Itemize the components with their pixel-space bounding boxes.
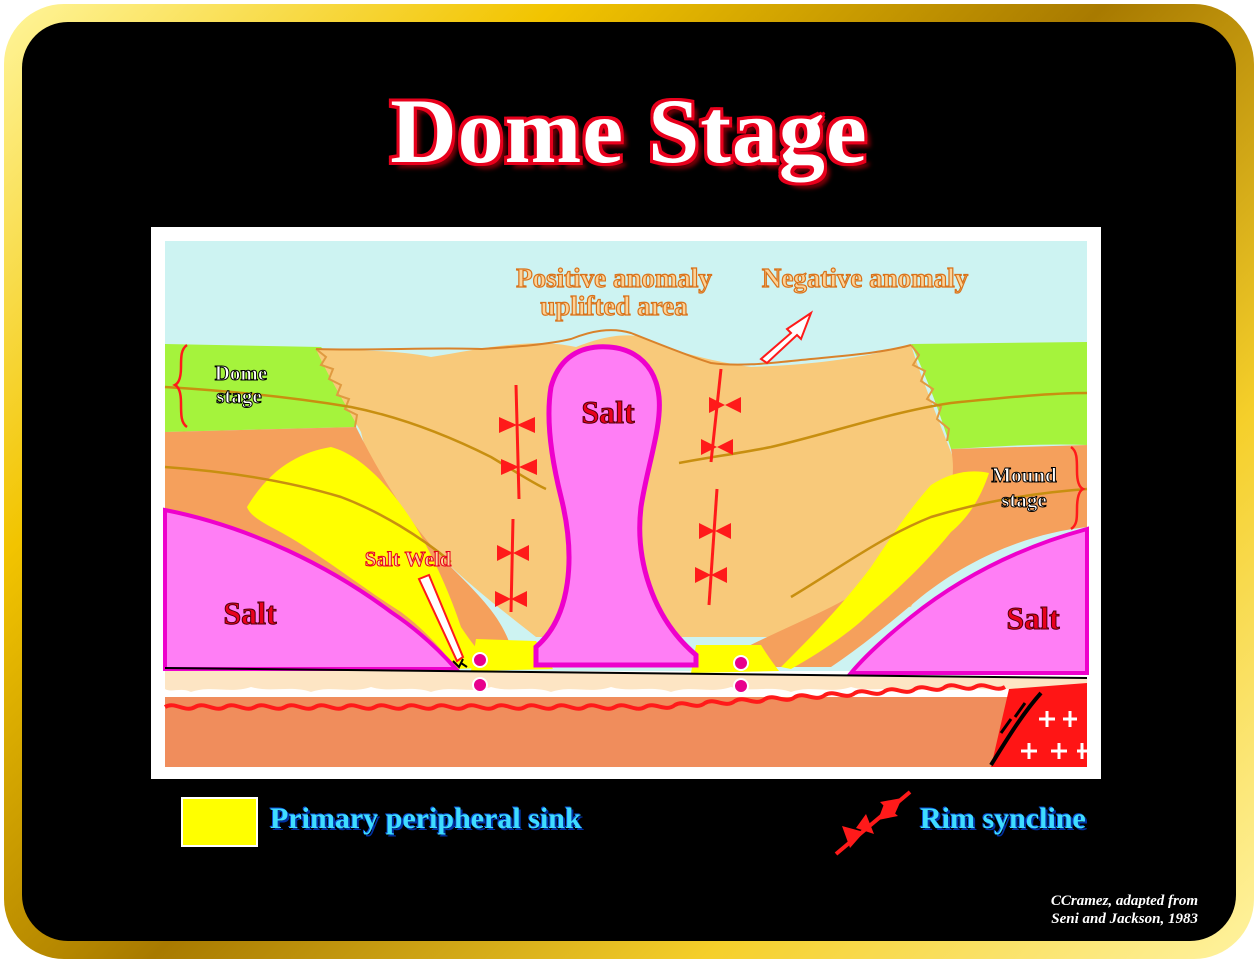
fault-line	[989, 691, 1043, 767]
dome-stage-bracket	[172, 343, 188, 429]
salt-label-center: Salt	[581, 394, 635, 430]
dome-stage-label-2: stage	[216, 384, 262, 408]
rim-syncline-markers	[495, 368, 741, 613]
primary-sink-right	[781, 471, 989, 669]
cross-section-diagram: Positive anomaly uplifted area Negative …	[151, 227, 1101, 779]
green-layer-left	[165, 344, 356, 432]
surface-line	[315, 329, 912, 366]
page-title: Dome Stage	[390, 80, 868, 182]
negative-anomaly-label: Negative anomaly	[762, 263, 969, 293]
pre-salt-layer	[165, 668, 1087, 692]
primary-sink-swatch	[181, 797, 258, 847]
fault-arrow	[999, 702, 1027, 734]
credit-line-1: CCramez, adapted from	[1050, 893, 1198, 909]
salt-body-right	[846, 526, 1089, 675]
sink-base-left	[471, 639, 553, 671]
primary-sink-legend-label: Primary peripheral sink	[270, 802, 582, 835]
base-salt-line	[164, 667, 1088, 679]
negative-anomaly-arrow	[759, 310, 814, 365]
crystalline-block	[991, 683, 1087, 767]
credit-line-2: Seni and Jackson, 1983	[1051, 911, 1198, 927]
weld-tick-marks	[452, 658, 468, 669]
green-layer-right	[911, 342, 1087, 449]
salt-body-left	[163, 507, 461, 671]
salt-weld-arrow	[417, 573, 465, 663]
tan-ragged-left	[315, 348, 359, 428]
salt-diapir-center	[533, 344, 699, 668]
rim-syncline-legend-label: Rim syncline	[920, 802, 1086, 835]
rim-syncline-legend-icon	[834, 790, 912, 856]
salt-label-left: Salt	[223, 595, 277, 631]
salt-weld-label: Salt Weld	[365, 547, 452, 571]
tan-ragged-right	[910, 344, 951, 442]
mound-stage-label-1: Mound	[991, 463, 1057, 487]
credit-text: CCramez, adapted from Seni and Jackson, …	[1051, 892, 1198, 928]
mound-stage-bracket	[1070, 445, 1086, 531]
mound-stage-label-2: stage	[1001, 488, 1047, 512]
positive-anomaly-label-2: uplifted area	[540, 291, 688, 321]
dome-stage-label-1: Dome	[215, 361, 267, 385]
weld-dots	[472, 652, 749, 694]
basement-layer	[165, 697, 1087, 767]
plus-marks	[1021, 711, 1087, 759]
unconformity-line	[163, 683, 1007, 711]
salt-label-right: Salt	[1006, 600, 1060, 636]
positive-anomaly-label-1: Positive anomaly	[516, 263, 712, 293]
